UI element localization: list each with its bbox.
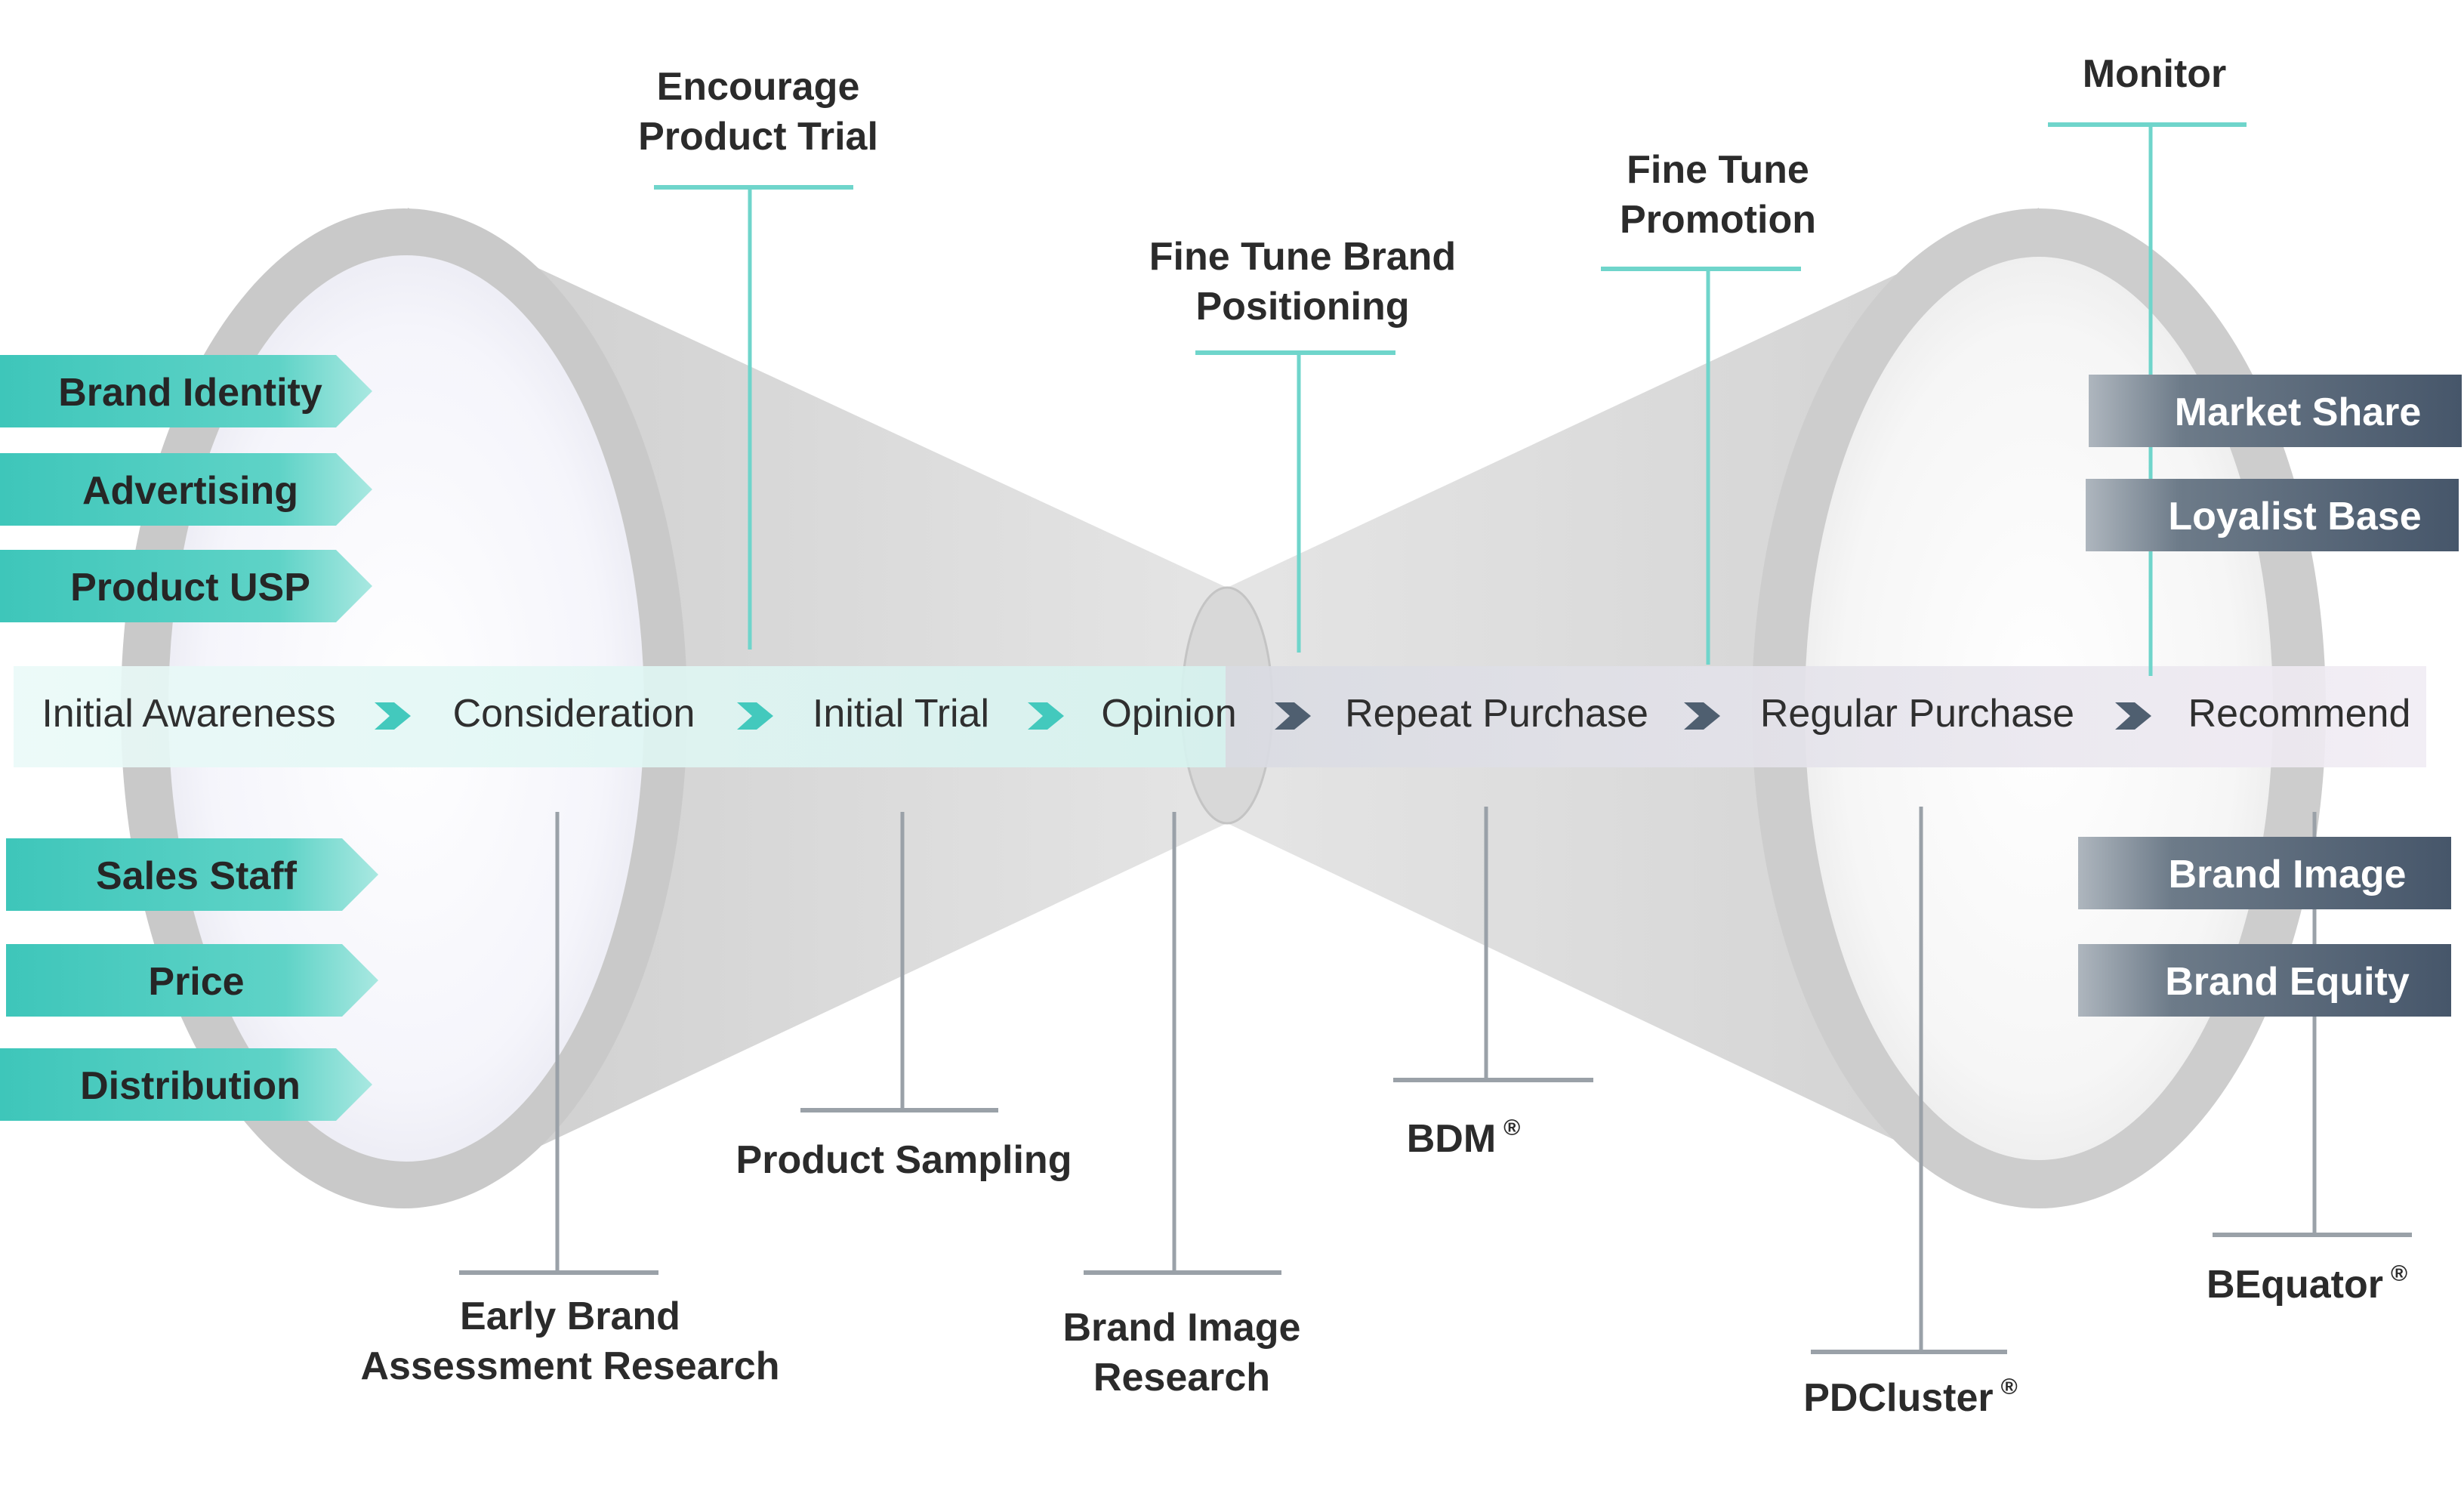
stage-band-right bbox=[1226, 666, 2426, 767]
callout-line: PDCluster® bbox=[1803, 1375, 2018, 1420]
stage-recommend: Recommend bbox=[2188, 692, 2411, 736]
stage-band-left bbox=[14, 666, 1226, 767]
callout-line: BEquator® bbox=[2206, 1261, 2407, 1307]
tag-label: Advertising bbox=[82, 469, 298, 513]
callout-line: Positioning bbox=[1195, 285, 1409, 329]
tag-distribution: Distribution bbox=[0, 1048, 372, 1121]
tag-advertising: Advertising bbox=[0, 453, 372, 526]
callout-line: Early Brand bbox=[460, 1295, 680, 1338]
tag-shape bbox=[6, 944, 378, 1017]
chevron-right-icon bbox=[1275, 702, 1311, 730]
stage-initial-awareness: Initial Awareness bbox=[42, 692, 335, 736]
callout-line: Monitor bbox=[2083, 52, 2227, 96]
tag-label: Price bbox=[148, 960, 244, 1004]
callout-line: Brand Image bbox=[1063, 1306, 1301, 1350]
tag-shape bbox=[2089, 375, 2462, 447]
callout-line: Product Trial bbox=[638, 115, 878, 159]
chevron-right-icon bbox=[737, 702, 773, 730]
stage-opinion: Opinion bbox=[1101, 692, 1236, 736]
tag-shape bbox=[0, 355, 372, 427]
registered-mark: ® bbox=[2391, 1261, 2407, 1286]
tag-label: Brand Image bbox=[2169, 853, 2407, 896]
bottom-stem-5 bbox=[1811, 807, 2007, 1354]
tag-label: Brand Equity bbox=[2165, 960, 2410, 1004]
tag-shape bbox=[2078, 944, 2451, 1017]
registered-mark: ® bbox=[1503, 1116, 1520, 1140]
bottom-stem-1 bbox=[459, 812, 658, 1275]
tag-label: Distribution bbox=[80, 1064, 301, 1108]
tag-label: Sales Staff bbox=[96, 854, 298, 898]
callout-bdm: BDM® bbox=[1407, 1116, 1521, 1161]
chevron-right-icon bbox=[2115, 702, 2151, 730]
tag-shape bbox=[0, 1048, 372, 1121]
tag-label: Loyalist Base bbox=[2168, 495, 2421, 538]
stage-regular-purchase: Regular Purchase bbox=[1760, 692, 2074, 736]
chevron-right-icon bbox=[1028, 702, 1064, 730]
callout-line: Product Sampling bbox=[736, 1138, 1072, 1182]
tag-loyalist-base: Loyalist Base bbox=[2086, 479, 2459, 551]
callout-pdcluster: PDCluster® bbox=[1803, 1375, 2018, 1420]
bottom-stem-2 bbox=[800, 812, 998, 1112]
callout-line: Research bbox=[1093, 1356, 1270, 1399]
chevron-right-icon bbox=[375, 702, 411, 730]
tag-product-usp: Product USP bbox=[0, 550, 372, 622]
tag-brand-equity: Brand Equity bbox=[2078, 944, 2451, 1017]
stage-initial-trial: Initial Trial bbox=[813, 692, 989, 736]
callout-line: Promotion bbox=[1620, 198, 1816, 242]
chevron-right-icon bbox=[1684, 702, 1720, 730]
tag-shape bbox=[2086, 479, 2459, 551]
top-stem-3 bbox=[1601, 267, 1801, 665]
callout-line: Assessment Research bbox=[361, 1344, 780, 1388]
stage-row: Initial Awareness Consideration Initial Tr… bbox=[42, 692, 2410, 736]
callout-stems bbox=[459, 122, 2412, 1354]
top-stem-1 bbox=[654, 185, 853, 650]
tag-label: Brand Identity bbox=[58, 371, 322, 415]
callout-bequator: BEquator® bbox=[2206, 1261, 2407, 1307]
callout-line: BDM® bbox=[1407, 1116, 1521, 1161]
callout-monitor: Monitor bbox=[2083, 52, 2227, 96]
tag-price: Price bbox=[6, 944, 378, 1017]
tag-sales-staff: Sales Staff bbox=[6, 838, 378, 911]
top-stem-2 bbox=[1195, 350, 1395, 653]
callout-line: Fine Tune Brand bbox=[1149, 235, 1456, 279]
tag-shape bbox=[0, 453, 372, 526]
callout-line: Fine Tune bbox=[1627, 148, 1809, 192]
callout-product-sampling: Product Sampling bbox=[736, 1138, 1072, 1182]
tag-label: Product USP bbox=[70, 566, 310, 609]
tag-shape bbox=[6, 838, 378, 911]
stage-repeat-purchase: Repeat Purchase bbox=[1345, 692, 1648, 736]
tag-label: Market Share bbox=[2175, 390, 2422, 434]
bottom-stem-3 bbox=[1084, 812, 1281, 1275]
tag-brand-identity: Brand Identity bbox=[0, 355, 372, 427]
tag-brand-image: Brand Image bbox=[2078, 837, 2451, 909]
callout-line: Encourage bbox=[657, 65, 860, 109]
tag-shape bbox=[0, 550, 372, 622]
stage-consideration: Consideration bbox=[453, 692, 695, 736]
registered-mark: ® bbox=[2001, 1375, 2018, 1399]
tag-market-share: Market Share bbox=[2089, 375, 2462, 447]
bottom-stem-4 bbox=[1393, 807, 1593, 1082]
tag-shape bbox=[2078, 837, 2451, 909]
